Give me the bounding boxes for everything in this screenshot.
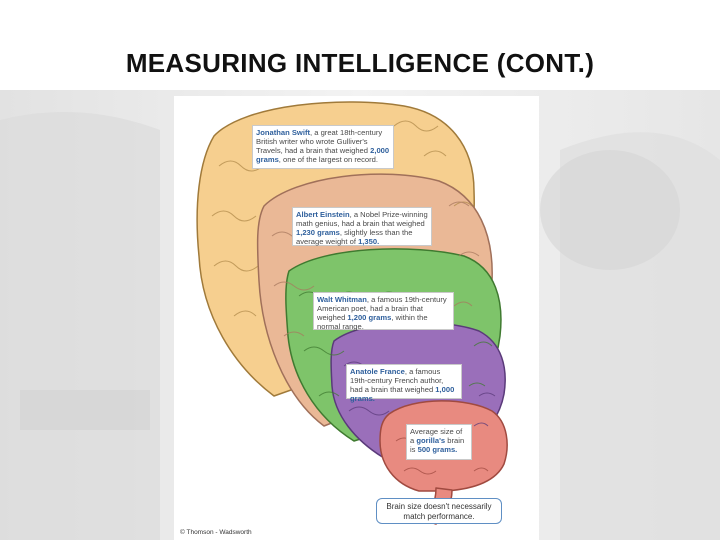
callout-swift-name: Jonathan Swift [256,128,311,137]
callout-gorilla-weight: 500 grams. [417,445,458,454]
copyright-credit: © Thomson - Wadsworth [180,529,252,536]
brain-size-figure: Jonathan Swift, a great 18th-century Bri… [174,96,539,540]
callout-einstein-text-end: , slightly less than the average weight … [296,228,413,246]
slide-title: MEASURING INTELLIGENCE (CONT.) [125,48,595,78]
callout-einstein-text: , a Nobel Prize-winning math genius, had… [296,210,428,228]
callout-whitman-name: Walt Whitman [317,295,367,304]
callout-swift-weight: 2,000 grams [256,146,390,164]
callout-whitman: Walt Whitman, a famous 19th-century Amer… [313,292,454,331]
callout-whitman-text: , a famous 19th-century American poet, h… [317,295,447,322]
callout-france-text: , a famous 19th-century French author, h… [350,367,444,394]
callout-swift-text-end: , one of the largest on record. [278,155,378,164]
callout-whitman-text-end: , within the normal range. [317,313,428,331]
callout-gorilla: Average size of a gorilla's brain is 500… [406,424,472,460]
callout-france: Anatole France, a famous 19th-century Fr… [346,364,462,403]
callout-gorilla-name: gorilla's [416,436,446,445]
callout-whitman-weight: 1,200 grams [347,313,392,322]
callout-france-weight: 1,000 grams. [350,385,455,403]
callout-gorilla-text-mid: brain is [410,436,465,454]
callout-einstein: Albert Einstein, a Nobel Prize-winning m… [292,207,432,246]
callout-einstein-name: Albert Einstein [296,210,350,219]
callout-gorilla-text: Average size of a [410,427,463,445]
callout-swift-text: , a great 18th-century British writer wh… [256,128,383,155]
performance-note: Brain size doesn't necessarily match per… [376,498,502,524]
callout-france-name: Anatole France [350,367,405,376]
callout-einstein-average: 1,350. [358,237,380,246]
callout-swift: Jonathan Swift, a great 18th-century Bri… [252,125,394,169]
callout-einstein-weight: 1,230 grams [296,228,340,237]
